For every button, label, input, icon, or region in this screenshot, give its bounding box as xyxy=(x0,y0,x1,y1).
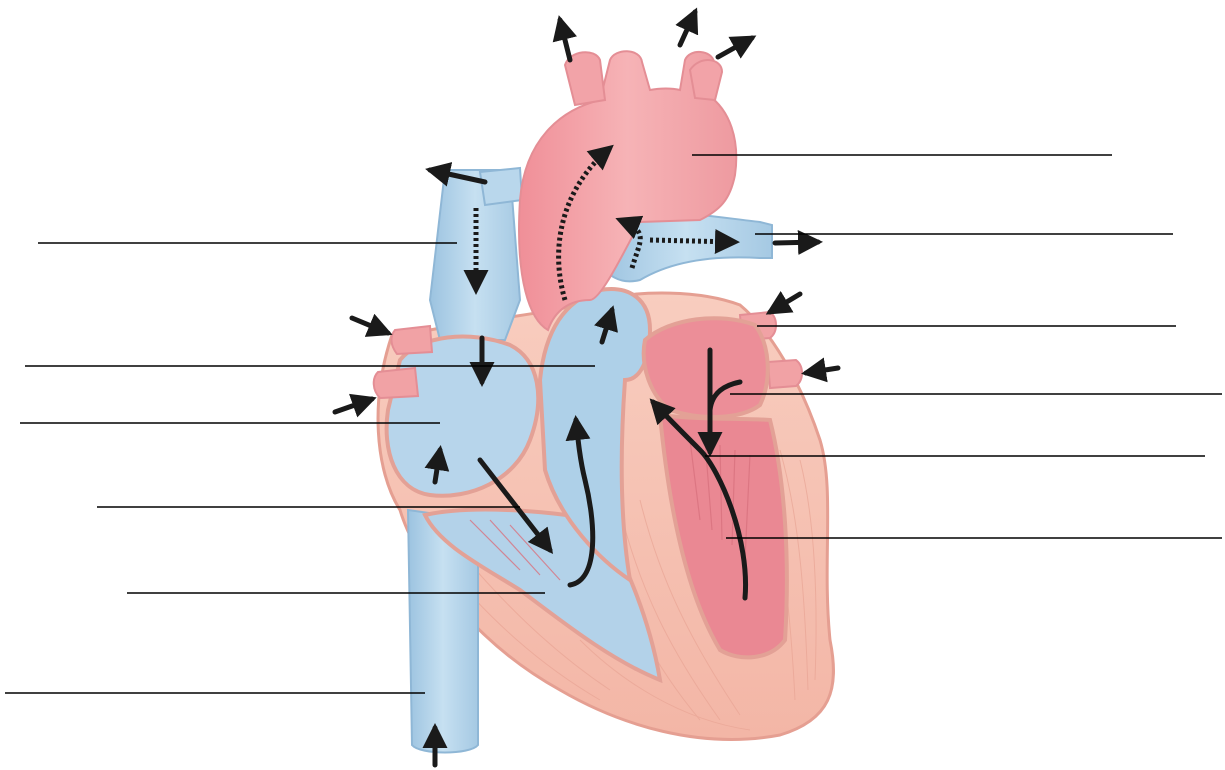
arrow-left-pv-upper-in xyxy=(770,294,800,312)
arrow-left-common-carotid-out xyxy=(680,12,695,45)
brachiocephalic-vein xyxy=(480,168,522,205)
arrow-right-pv-lower-in xyxy=(335,399,372,412)
right-pulmonary-vein-lower xyxy=(374,368,418,398)
arrow-right-pv-upper-in xyxy=(352,318,388,333)
arrow-left-pv-lower-in xyxy=(806,368,838,373)
right-pulmonary-vein-upper xyxy=(391,326,432,354)
arrow-brachiocephalic-out xyxy=(560,20,570,60)
arrow-right-pulmonary-artery-out xyxy=(775,242,818,243)
arrow-left-subclavian-out xyxy=(718,38,752,57)
dashed-arrow-pulmonary-right xyxy=(650,240,735,242)
left-pulmonary-vein-lower xyxy=(768,360,802,388)
left-subclavian-artery xyxy=(690,60,722,100)
left-atrium xyxy=(644,318,768,417)
